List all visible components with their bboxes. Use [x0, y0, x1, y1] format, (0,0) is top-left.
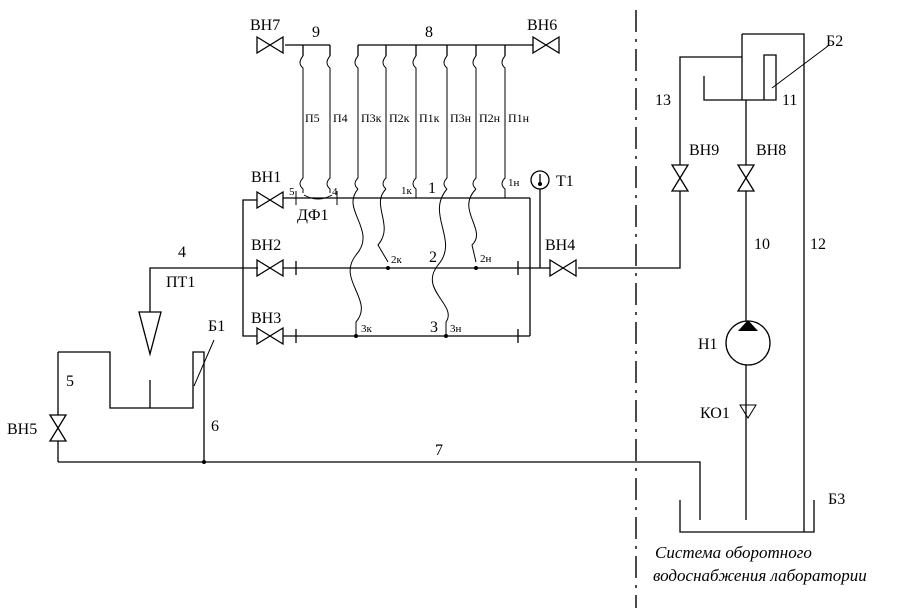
valve-vn2[interactable] [256, 259, 284, 277]
pipe-4 [149, 267, 258, 312]
label-tap-1n: 1н [508, 177, 520, 189]
check-valve-ko1 [739, 404, 757, 419]
label-pipe-6: 6 [211, 418, 219, 435]
pipe-3 [282, 329, 530, 343]
valve-vn5[interactable] [49, 414, 67, 442]
valve-vn1[interactable] [256, 191, 284, 209]
label-gauge-p3n: П3н [450, 111, 472, 125]
label-ko1: КО1 [700, 405, 730, 422]
tank-b1 [58, 339, 215, 462]
piezometer-tubes [299, 55, 506, 198]
label-pipe-8: 8 [425, 24, 433, 41]
pipe-2 [282, 261, 555, 275]
label-n1: Н1 [698, 336, 718, 353]
label-pipe-10: 10 [754, 236, 770, 253]
valve-vn6[interactable] [532, 36, 560, 54]
tap-points [354, 266, 478, 338]
valve-vn7[interactable] [256, 36, 284, 54]
caption-line-1: Система оборотного [655, 543, 812, 562]
caption-line-2: водоснабжения лаборатории [653, 566, 867, 585]
label-gauge-p3k: П3к [361, 111, 382, 125]
label-pipe-7: 7 [435, 442, 443, 459]
label-tap-3n: 3н [450, 323, 462, 335]
pipe-9 [285, 44, 331, 56]
valve-vn3[interactable] [256, 327, 284, 345]
pipe-8 [357, 44, 533, 56]
label-vn4: ВН4 [545, 237, 575, 254]
label-gauge-p1n: П1н [508, 111, 530, 125]
label-b1: Б1 [208, 318, 225, 335]
label-gauge-p4: П4 [333, 111, 348, 125]
label-tap-2n: 2н [480, 253, 492, 265]
valve-vn4[interactable] [549, 259, 577, 277]
label-gauge-p1k: П1к [419, 111, 440, 125]
label-pipe-12: 12 [810, 236, 826, 253]
tank-b2 [703, 33, 829, 532]
valve-vn9[interactable] [671, 164, 689, 192]
label-pipe-2: 2 [429, 249, 437, 266]
thermometer-t1 [530, 170, 550, 268]
flowmeter-pt1 [138, 311, 162, 357]
label-gauge-p2k: П2к [389, 111, 410, 125]
label-vn7: ВН7 [250, 17, 280, 34]
label-tap-3k: 3к [361, 323, 373, 335]
label-vn1: ВН1 [251, 169, 281, 186]
label-pipe-13: 13 [655, 92, 671, 109]
labels: ВН7 9 8 ВН6 П5 П4 П3к П2к П1к П3н П2н П1… [7, 17, 867, 585]
label-gauge-p2n: П2н [479, 111, 501, 125]
label-b3: Б3 [828, 491, 845, 508]
tank-b3 [679, 500, 815, 533]
label-pipe-1: 1 [428, 180, 436, 197]
label-df1: ДФ1 [297, 207, 329, 224]
label-tap-4: 4 [332, 186, 338, 198]
label-tap-1k: 1к [401, 185, 413, 197]
label-vn9: ВН9 [689, 142, 719, 159]
label-pipe-3: 3 [430, 319, 438, 336]
label-tap-2k: 2к [391, 254, 403, 266]
label-vn3: ВН3 [251, 310, 281, 327]
label-pipe-5: 5 [66, 373, 74, 390]
label-vn6: ВН6 [527, 17, 557, 34]
label-t1: Т1 [556, 173, 574, 190]
pump-n1 [725, 320, 771, 366]
label-b2: Б2 [826, 33, 843, 50]
valve-vn8[interactable] [737, 164, 755, 192]
label-pt1: ПТ1 [166, 274, 195, 291]
pipe-7 [58, 461, 701, 520]
label-vn2: ВН2 [251, 237, 281, 254]
label-pipe-11: 11 [782, 92, 797, 109]
label-gauge-p5: П5 [305, 111, 320, 125]
diffuser-df1 [295, 191, 338, 205]
label-pipe-9: 9 [312, 24, 320, 41]
label-tap-5: 5 [289, 186, 295, 198]
pipe-13 [578, 56, 742, 269]
label-vn5: ВН5 [7, 421, 37, 438]
label-vn8: ВН8 [756, 142, 786, 159]
label-pipe-4: 4 [178, 244, 186, 261]
flexible-hoses [349, 188, 478, 335]
